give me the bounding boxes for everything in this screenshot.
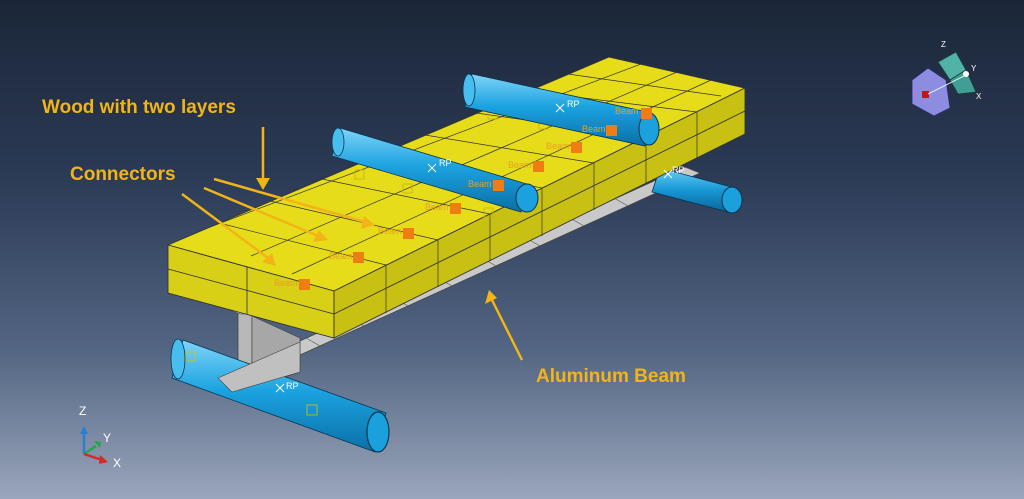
connector-label: Beam — [378, 226, 402, 236]
annotation-aluminum-beam: Aluminum Beam — [536, 366, 686, 387]
view-cube-label-y: Y — [971, 64, 977, 73]
support-tube-right[interactable] — [651, 167, 743, 214]
reference-point-marks — [275, 103, 673, 393]
view-cube[interactable] — [911, 51, 977, 117]
reference-point-label: RP — [286, 381, 299, 391]
reference-point-label: RP — [672, 165, 685, 175]
view-cube-label-x: X — [976, 92, 982, 101]
annotation-wood: Wood with two layers — [42, 97, 236, 118]
connector-marker[interactable] — [299, 279, 310, 290]
connector-label: Beam — [468, 179, 492, 189]
connector-label: Beam — [329, 251, 353, 261]
reference-point-label: RP — [567, 99, 580, 109]
connector-label: Beam — [615, 106, 639, 116]
annotation-connectors: Connectors — [70, 164, 176, 185]
connector-marker[interactable] — [493, 180, 504, 191]
support-tube-middle[interactable] — [331, 127, 539, 213]
beam-end — [217, 341, 301, 393]
connectors[interactable] — [299, 108, 652, 290]
connector-label: Beam — [274, 278, 298, 288]
connector-marker[interactable] — [641, 108, 652, 119]
reference-point-label: RP — [439, 158, 452, 168]
connector-label: Beam — [546, 141, 570, 151]
connector-marker[interactable] — [533, 161, 544, 172]
axis-label-x: X — [113, 456, 122, 470]
connector-label: Beam — [425, 202, 449, 212]
connector-marker[interactable] — [571, 142, 582, 153]
connector-marker[interactable] — [450, 203, 461, 214]
connector-marker[interactable] — [403, 228, 414, 239]
connector-marker[interactable] — [606, 125, 617, 136]
support-tube-bottom[interactable] — [170, 338, 390, 453]
wood-layers[interactable] — [166, 56, 747, 339]
connector-label: Beam — [582, 124, 606, 134]
view-cube-label-z: Z — [941, 40, 946, 49]
axis-triad — [80, 426, 108, 464]
connector-label: Beam — [508, 160, 532, 170]
axis-label-z: Z — [79, 404, 87, 418]
axis-label-y: Y — [103, 431, 112, 445]
annotation-arrows — [181, 127, 524, 361]
connector-marker[interactable] — [353, 252, 364, 263]
